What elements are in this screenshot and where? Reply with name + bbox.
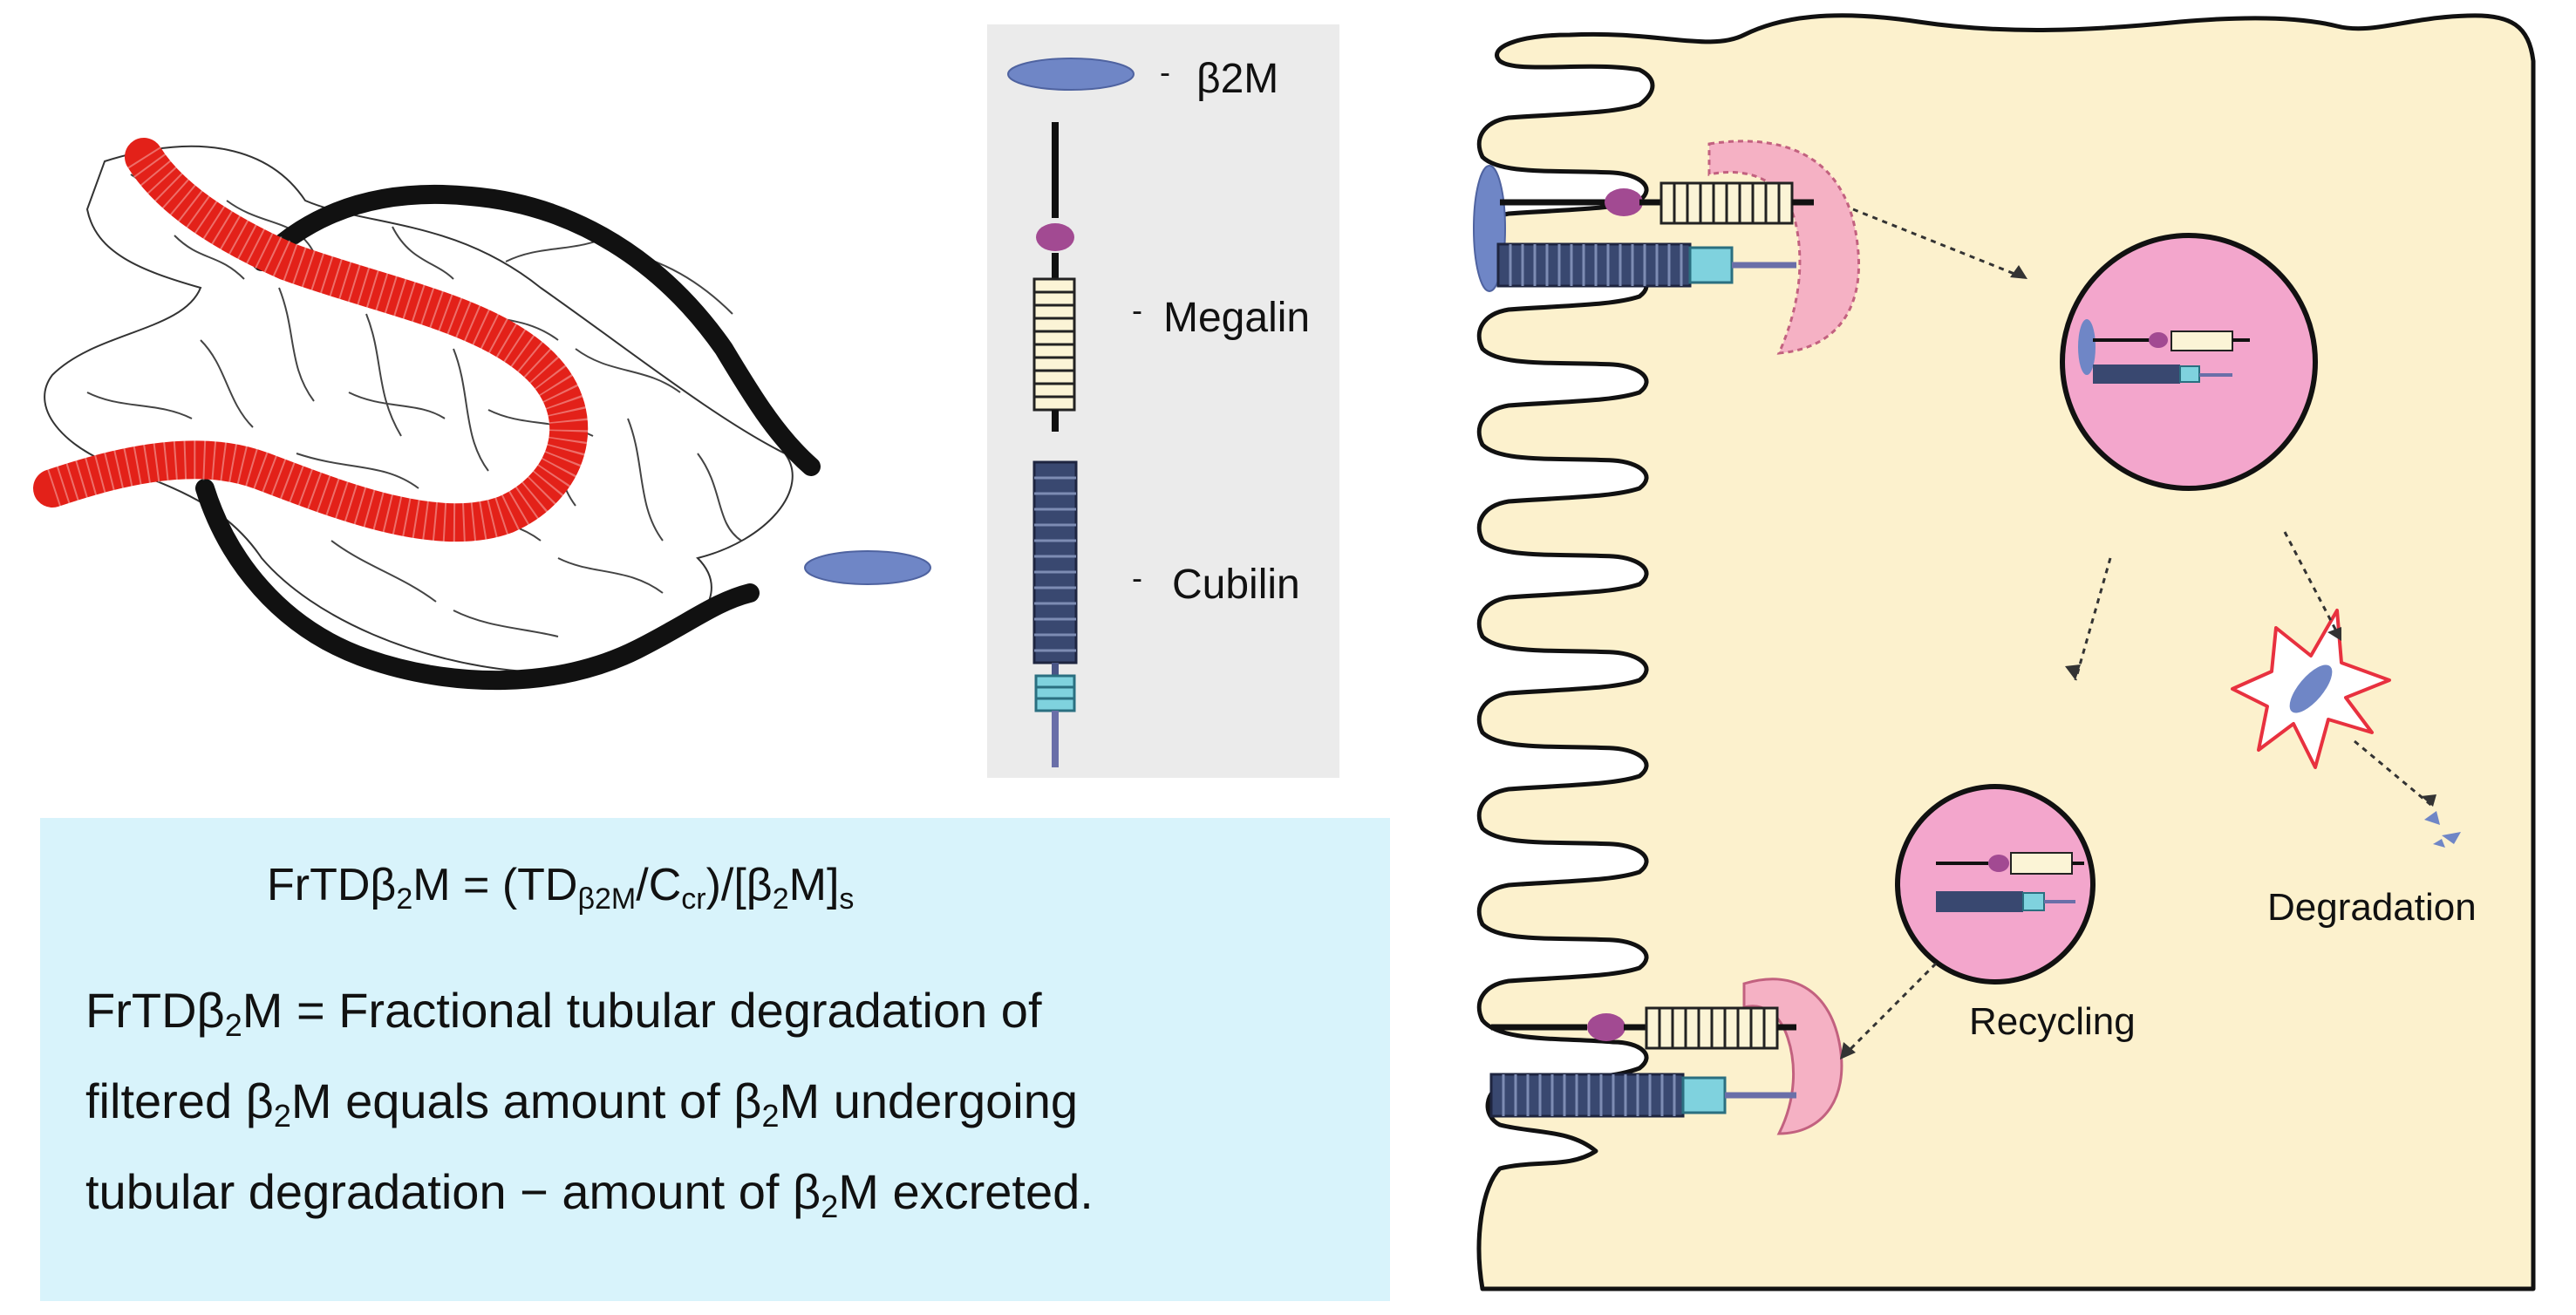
definition-line-1: FrTDβ2M = Fractional tubular degradation… bbox=[85, 983, 1042, 1043]
legend-megalin-label: Megalin bbox=[1163, 295, 1310, 341]
definition-line-2: filtered β2M equals amount of β2M underg… bbox=[85, 1073, 1078, 1134]
arrow-to-surface bbox=[1838, 962, 1938, 1061]
legend-megalin-dash: - bbox=[1132, 292, 1142, 328]
legend-panel: - β2M - Megalin - Cubilin bbox=[987, 24, 1339, 778]
legend-cubilin-label: Cubilin bbox=[1172, 562, 1300, 608]
legend-b2m-dash: - bbox=[1160, 54, 1170, 90]
legend-megalin-icon bbox=[1032, 277, 1076, 412]
endosome bbox=[2060, 233, 2318, 491]
glomerulus bbox=[33, 138, 931, 691]
legend-cubilin-icon bbox=[1032, 460, 1078, 767]
recycling-label: Recycling bbox=[1969, 1000, 2136, 1043]
arrow-to-recycling bbox=[2074, 557, 2112, 681]
bowman-capsule-wall-upper bbox=[252, 184, 821, 476]
formula-box: FrTDβ2M = (TDβ2M/Ccr)/[β2M]s FrTDβ2M = F… bbox=[40, 818, 1390, 1301]
surface-receptor-bottom bbox=[1489, 978, 1843, 1135]
degradation-label: Degradation bbox=[2267, 886, 2477, 929]
megalin-knob-icon bbox=[1036, 223, 1074, 251]
bowman-capsule-wall-lower bbox=[195, 479, 760, 691]
surface-receptor-top bbox=[1473, 140, 1860, 355]
clathrin-coat-top bbox=[1707, 140, 1860, 355]
fragment-1 bbox=[2424, 811, 2440, 825]
fragment-3 bbox=[2433, 839, 2445, 848]
legend-cubilin-dash: - bbox=[1132, 560, 1142, 596]
arrow-to-fragments bbox=[2354, 739, 2434, 808]
definition-line-3: tubular degradation − amount of β2M excr… bbox=[85, 1164, 1094, 1224]
recycling-vesicle bbox=[1895, 784, 2096, 985]
capillary-loop bbox=[33, 138, 589, 542]
legend-b2m-icon bbox=[1007, 58, 1135, 91]
fragment-2 bbox=[2442, 832, 2461, 844]
arrow-heads bbox=[1840, 265, 2436, 1059]
legend-b2m-label: β2M bbox=[1196, 56, 1278, 102]
lysosome bbox=[2231, 609, 2461, 848]
degraded-b2m bbox=[2289, 664, 2333, 713]
filtered-b2m-ellipse bbox=[804, 550, 931, 585]
pathway-arrows bbox=[1838, 208, 2434, 1061]
formula-equation: FrTDβ2M = (TDβ2M/Ccr)/[β2M]s bbox=[267, 860, 854, 916]
